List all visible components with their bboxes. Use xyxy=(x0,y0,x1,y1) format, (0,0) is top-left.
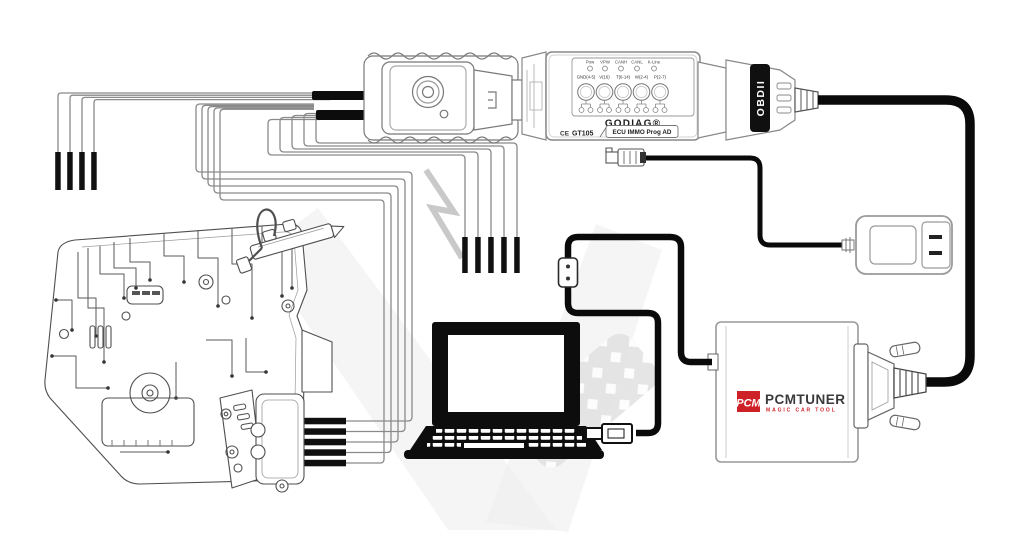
middle-probe-leads xyxy=(267,110,520,273)
usb-cable xyxy=(557,233,712,437)
led-label-kline: K-Line xyxy=(648,60,661,65)
port-label-t: T(6-14) xyxy=(616,75,631,80)
led-label-pow: Pow xyxy=(586,60,595,65)
port-label-v: V(16) xyxy=(599,75,610,80)
godiag-brand-text: GODIAG® xyxy=(605,119,661,130)
port-label-p: P(2-7) xyxy=(654,75,667,80)
laptop-screen xyxy=(448,335,564,412)
test-lead-harness xyxy=(55,92,520,467)
obdii-label: OBDII xyxy=(755,80,767,117)
godiag-model-text: GT105 xyxy=(572,131,594,138)
pcmtuner-device: PCM PCMTUNER MAGIC CAR TOOL xyxy=(707,321,921,463)
obdii-connector: OBDII xyxy=(697,59,819,141)
power-adapter-assembly xyxy=(646,155,953,275)
left-probe-leads xyxy=(55,92,330,190)
db25-connector xyxy=(853,341,921,431)
ce-mark: CE xyxy=(560,131,570,138)
pcmtuner-name-text: PCMTUNER xyxy=(765,392,846,407)
port-label-gnd: GND(4-5) xyxy=(577,75,596,80)
tcu-unit xyxy=(219,389,305,493)
probe-adapter-connector xyxy=(235,208,345,274)
plug-wire-sheaths xyxy=(312,91,368,120)
godiag-model-row: CE GT105 ECU IMMO Prog AD xyxy=(560,125,679,138)
pcmtuner-tagline-text: MAGIC CAR TOOL xyxy=(766,408,837,414)
port-label-w: W(2-4) xyxy=(635,75,649,80)
banana-jacks xyxy=(577,83,669,113)
godiag-product-text: ECU IMMO Prog AD xyxy=(613,129,672,136)
ferrite-bead xyxy=(557,257,579,288)
power-adapter xyxy=(841,215,953,275)
left-probe-pins xyxy=(55,152,97,190)
led-label-canl: CANL xyxy=(631,60,643,65)
pcmtuner-logo: PCM PCMTUNER MAGIC CAR TOOL xyxy=(736,391,845,414)
cable-boot xyxy=(893,367,927,399)
tcu-leads xyxy=(195,103,413,467)
obd-main-cable xyxy=(818,95,975,399)
godiag-gt105-device: Pow VPW CANH CANL K-Line GND(4-5) V(16) … xyxy=(521,51,819,167)
pcm-badge-text: PCM xyxy=(736,398,761,410)
usb-plug xyxy=(585,423,633,444)
obd-plug-adapter xyxy=(312,52,523,144)
middle-probe-pins xyxy=(462,237,520,273)
laptop-keyboard xyxy=(427,429,586,448)
dc-power-plug xyxy=(605,147,646,167)
circuit-traces xyxy=(52,226,293,453)
tcu-wire-stubs xyxy=(300,417,346,467)
laptop xyxy=(404,322,633,459)
led-indicator-row: Pow VPW CANH CANL K-Line xyxy=(586,60,661,72)
banana-port-labels: GND(4-5) V(16) T(6-14) W(2-4) P(2-7) xyxy=(577,75,667,80)
led-label-canh: CANH xyxy=(615,60,627,65)
pcm-badge xyxy=(737,391,760,412)
led-label-vpw: VPW xyxy=(600,60,611,65)
transmission-valve-body xyxy=(44,208,345,493)
